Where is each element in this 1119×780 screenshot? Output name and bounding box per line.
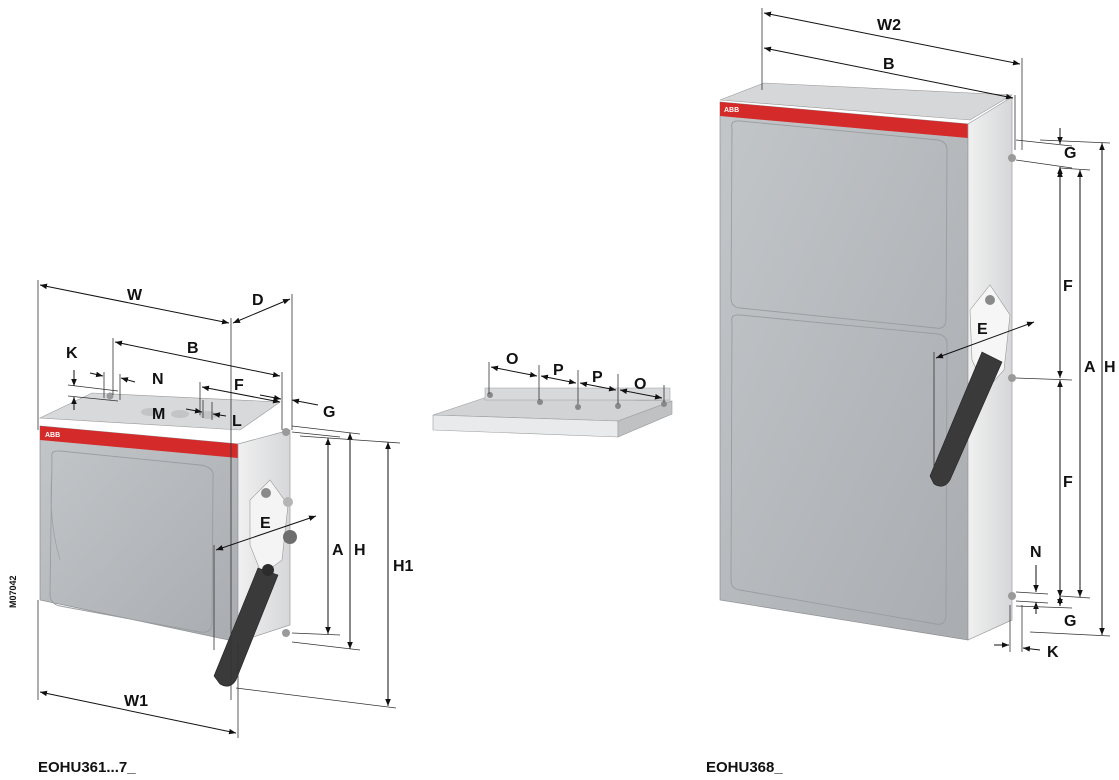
label-o-2: O [634, 376, 646, 393]
right-dimensions: W2 B G H A F E F N [761, 8, 1116, 661]
label-g: G [323, 404, 335, 421]
label-w: W [127, 287, 143, 304]
label-f-top: F [1063, 278, 1073, 295]
caption-right: EOHU368_ [706, 759, 783, 776]
label-f: F [234, 377, 244, 394]
label-d: D [252, 292, 264, 309]
label-p-1: P [553, 362, 564, 379]
caption-left: EOHU361...7_ [38, 759, 136, 776]
drawing-code: M07042 [8, 575, 18, 608]
abb-logo: ABB [45, 432, 60, 439]
rotary-handle [213, 567, 279, 687]
mounting-plate [432, 387, 673, 438]
label-h-right: H [1104, 359, 1116, 376]
label-n: N [152, 371, 164, 388]
left-enclosure: ABB [38, 392, 297, 687]
label-l: L [232, 413, 242, 430]
label-g-bottom: G [1064, 613, 1076, 630]
rotary-handle-right [929, 351, 1003, 487]
label-h: H [354, 542, 366, 559]
label-n-right: N [1030, 544, 1042, 561]
label-b: B [187, 340, 199, 357]
left-dimensions: W D B K N F M L G [37, 280, 414, 738]
brand-stripe [40, 426, 238, 458]
label-g-top: G [1064, 145, 1076, 162]
label-e-right: E [977, 321, 988, 338]
right-enclosure: ABB [719, 82, 1016, 641]
label-w2: W2 [877, 17, 901, 34]
label-a-right: A [1084, 359, 1096, 376]
label-p-2: P [592, 369, 603, 386]
label-k-right: K [1047, 644, 1059, 661]
label-a: A [332, 542, 344, 559]
label-w1: W1 [124, 693, 148, 710]
label-h1: H1 [393, 558, 414, 575]
label-b-right: B [883, 56, 895, 73]
plate-dimensions: O P P O [488, 351, 665, 404]
label-f-bottom: F [1063, 474, 1073, 491]
label-k: K [66, 345, 78, 362]
label-m: M [152, 406, 165, 423]
brand-stripe-right [720, 102, 968, 138]
abb-logo-right: ABB [724, 107, 739, 114]
label-e: E [260, 515, 271, 532]
label-o-1: O [506, 351, 518, 368]
